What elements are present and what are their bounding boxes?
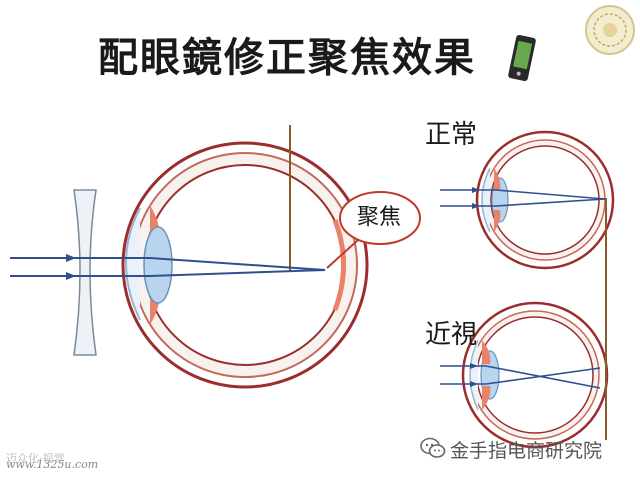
site-watermark: 迈众化·视觉 www.1325u.com — [6, 458, 98, 471]
focus-label: 聚焦 — [357, 203, 401, 233]
myopia-label: 近視 — [425, 320, 477, 350]
concave-lens — [74, 190, 96, 355]
normal-eye — [440, 132, 613, 268]
ray-arrows — [66, 254, 76, 280]
account-watermark: 金手指电商研究院 — [450, 436, 602, 463]
site-watermark-overlay: 迈众化·视觉 — [6, 450, 65, 466]
normal-label: 正常 — [425, 120, 477, 150]
eye-lens — [144, 227, 172, 303]
wechat-icon — [420, 436, 446, 460]
